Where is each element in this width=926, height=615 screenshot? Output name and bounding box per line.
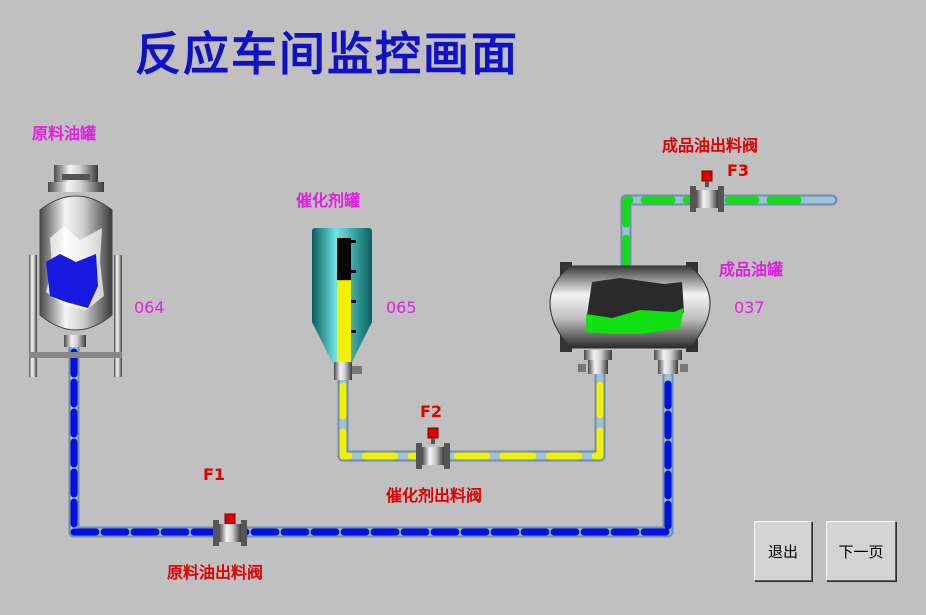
valve-f2-icon <box>416 427 450 469</box>
product-tank-value: 037 <box>734 298 765 317</box>
valve-f3-tag[interactable]: F3 <box>727 161 750 180</box>
catalyst-tank-value: 065 <box>386 298 417 317</box>
valve-f3-label: 成品油出料阀 <box>662 136 759 155</box>
valve-f1-tag[interactable]: F1 <box>203 465 226 484</box>
next-page-button[interactable]: 下一页 <box>826 521 896 581</box>
valve-f1-label: 原料油出料阀 <box>167 563 264 582</box>
product-flow <box>622 196 816 270</box>
raw-oil-level <box>46 254 98 308</box>
raw-oil-tank <box>29 165 122 377</box>
catalyst-level-bar <box>337 280 351 362</box>
valve-f2-tag[interactable]: F2 <box>420 402 443 421</box>
product-level <box>586 308 684 334</box>
catalyst-tank <box>312 228 372 380</box>
valve-f1-icon <box>213 513 247 546</box>
raw-oil-tank-value: 064 <box>134 298 165 317</box>
raw-oil-tank-label: 原料油罐 <box>32 124 97 143</box>
exit-button[interactable]: 退出 <box>754 521 812 581</box>
page-title: 反应车间监控画面 <box>135 27 519 81</box>
product-tank-label: 成品油罐 <box>719 260 784 279</box>
catalyst-flow <box>339 372 604 460</box>
valve-f3-icon <box>690 170 724 212</box>
catalyst-tank-label: 催化剂罐 <box>296 191 361 210</box>
raw-oil-flow <box>70 348 672 536</box>
product-tank <box>549 262 711 374</box>
valve-f2-label: 催化剂出料阀 <box>386 486 483 505</box>
